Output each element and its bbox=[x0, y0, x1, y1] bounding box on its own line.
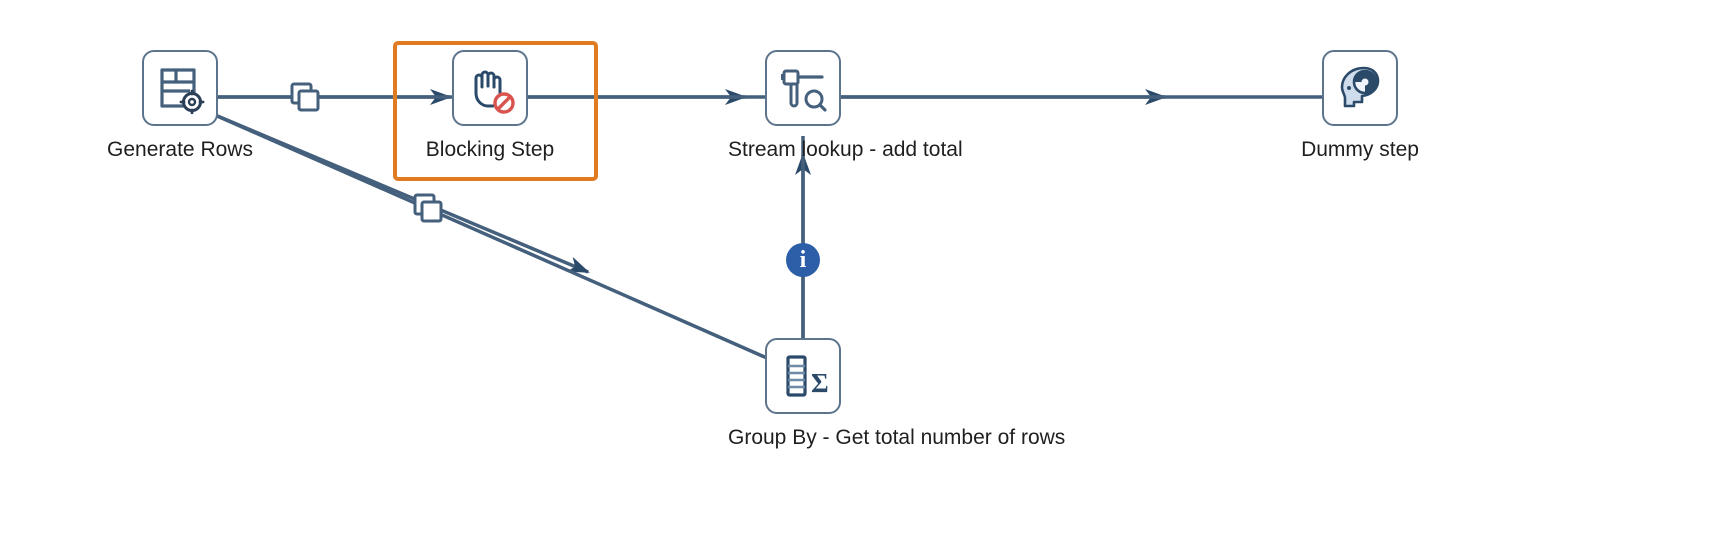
selection-rectangle-blocking-step[interactable] bbox=[393, 41, 598, 181]
copy-rows-icon-hop1[interactable] bbox=[286, 79, 326, 124]
step-label-group-by: Group By - Get total number of rows bbox=[728, 426, 1066, 449]
info-icon[interactable]: i bbox=[786, 243, 820, 277]
step-group-by[interactable]: Σ Group By - Get total number of rows bbox=[728, 338, 1066, 450]
hop-line-generate-to-groupby-tail bbox=[207, 110, 777, 364]
step-label-stream-lookup: Stream lookup - add total bbox=[728, 138, 963, 161]
generate-rows-icon[interactable] bbox=[142, 50, 218, 126]
step-generate-rows[interactable]: Generate Rows bbox=[105, 50, 255, 162]
blocking-step-icon[interactable] bbox=[452, 50, 528, 126]
group-by-icon[interactable]: Σ bbox=[765, 338, 841, 414]
stream-lookup-icon[interactable] bbox=[765, 50, 841, 126]
dummy-step-icon[interactable] bbox=[1322, 50, 1398, 126]
step-label-blocking-step: Blocking Step bbox=[425, 138, 555, 161]
svg-text:Σ: Σ bbox=[811, 368, 829, 398]
step-label-generate-rows: Generate Rows bbox=[107, 138, 253, 161]
step-stream-lookup[interactable]: Stream lookup - add total bbox=[728, 50, 963, 162]
step-blocking-step[interactable]: Blocking Step bbox=[415, 50, 565, 162]
copy-rows-icon-hop2[interactable] bbox=[409, 190, 449, 235]
step-label-dummy-step: Dummy step bbox=[1301, 138, 1419, 161]
step-dummy-step[interactable]: Dummy step bbox=[1285, 50, 1435, 162]
